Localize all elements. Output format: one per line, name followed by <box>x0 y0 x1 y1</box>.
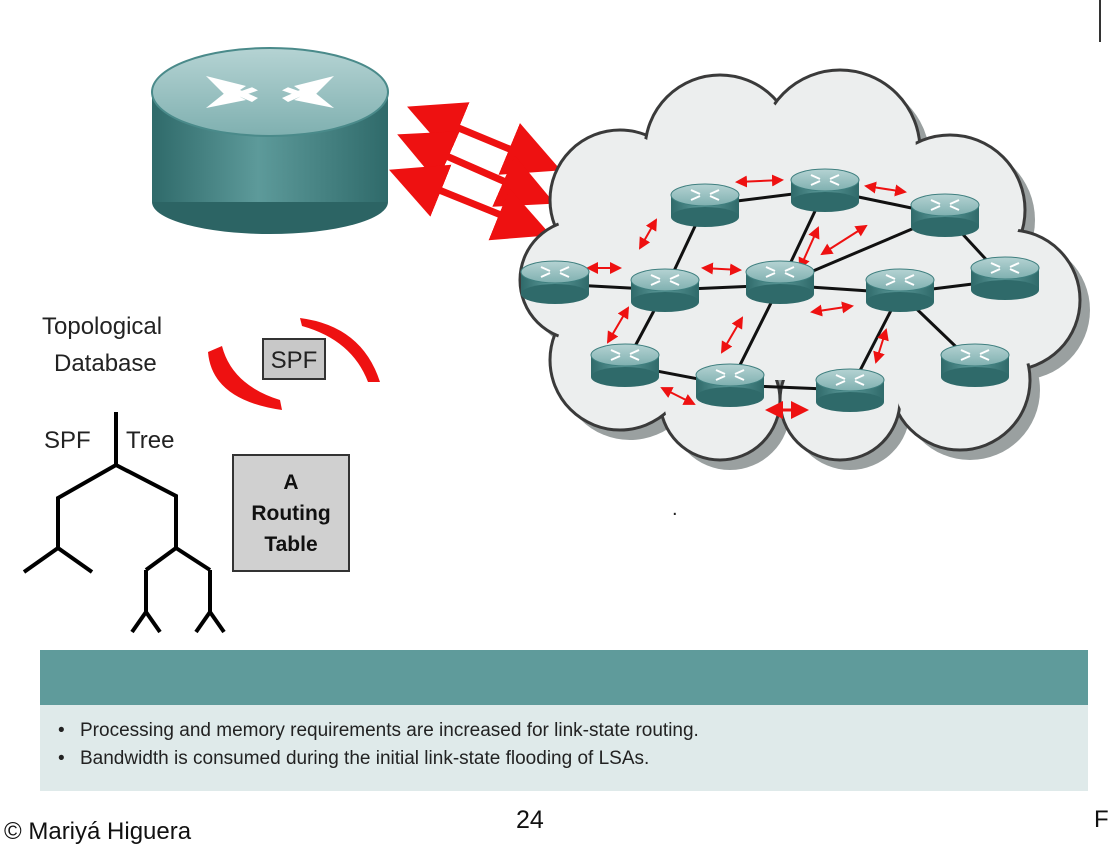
router-icon <box>815 368 885 413</box>
router-icon <box>940 343 1010 388</box>
spf-tree-icon <box>22 412 226 634</box>
router-icon <box>790 168 860 213</box>
router-icon <box>520 260 590 305</box>
router-icon <box>590 343 660 388</box>
routing-table-box: A Routing Table <box>232 454 350 572</box>
edge-bar <box>1099 0 1101 42</box>
router-icon <box>630 268 700 313</box>
flooding-arrows <box>389 102 561 241</box>
bullet-item: Processing and memory requirements are i… <box>58 717 1088 745</box>
router-icon <box>970 256 1040 301</box>
router-icon <box>910 193 980 238</box>
router-icon <box>151 47 389 234</box>
topological-database-label-1: Topological <box>42 313 163 340</box>
router-icon <box>745 260 815 305</box>
stray-dot: . <box>672 498 678 520</box>
spf-cycle-arc <box>208 318 380 410</box>
spf-tree-label-right: Tree <box>126 427 175 454</box>
topological-database-label-2: Database <box>54 350 157 377</box>
routing-table-line-1: A <box>283 470 299 494</box>
spf-box: SPF <box>262 338 326 380</box>
bullet-item: Bandwidth is consumed during the initial… <box>58 745 1088 773</box>
page-number: 24 <box>516 806 544 834</box>
info-panel-header <box>40 650 1088 705</box>
router-icon <box>695 363 765 408</box>
info-panel-body: Processing and memory requirements are i… <box>40 705 1088 791</box>
spf-tree-label-left: SPF <box>44 427 91 454</box>
router-icon <box>865 268 935 313</box>
router-icon <box>670 183 740 228</box>
routing-table-line-3: Table <box>264 532 318 556</box>
routing-table-line-2: Routing <box>251 501 331 525</box>
lsa-arrows <box>586 174 907 419</box>
copyright-text: © Mariyá Higuera <box>4 818 192 845</box>
edge-letter: F <box>1094 806 1108 833</box>
